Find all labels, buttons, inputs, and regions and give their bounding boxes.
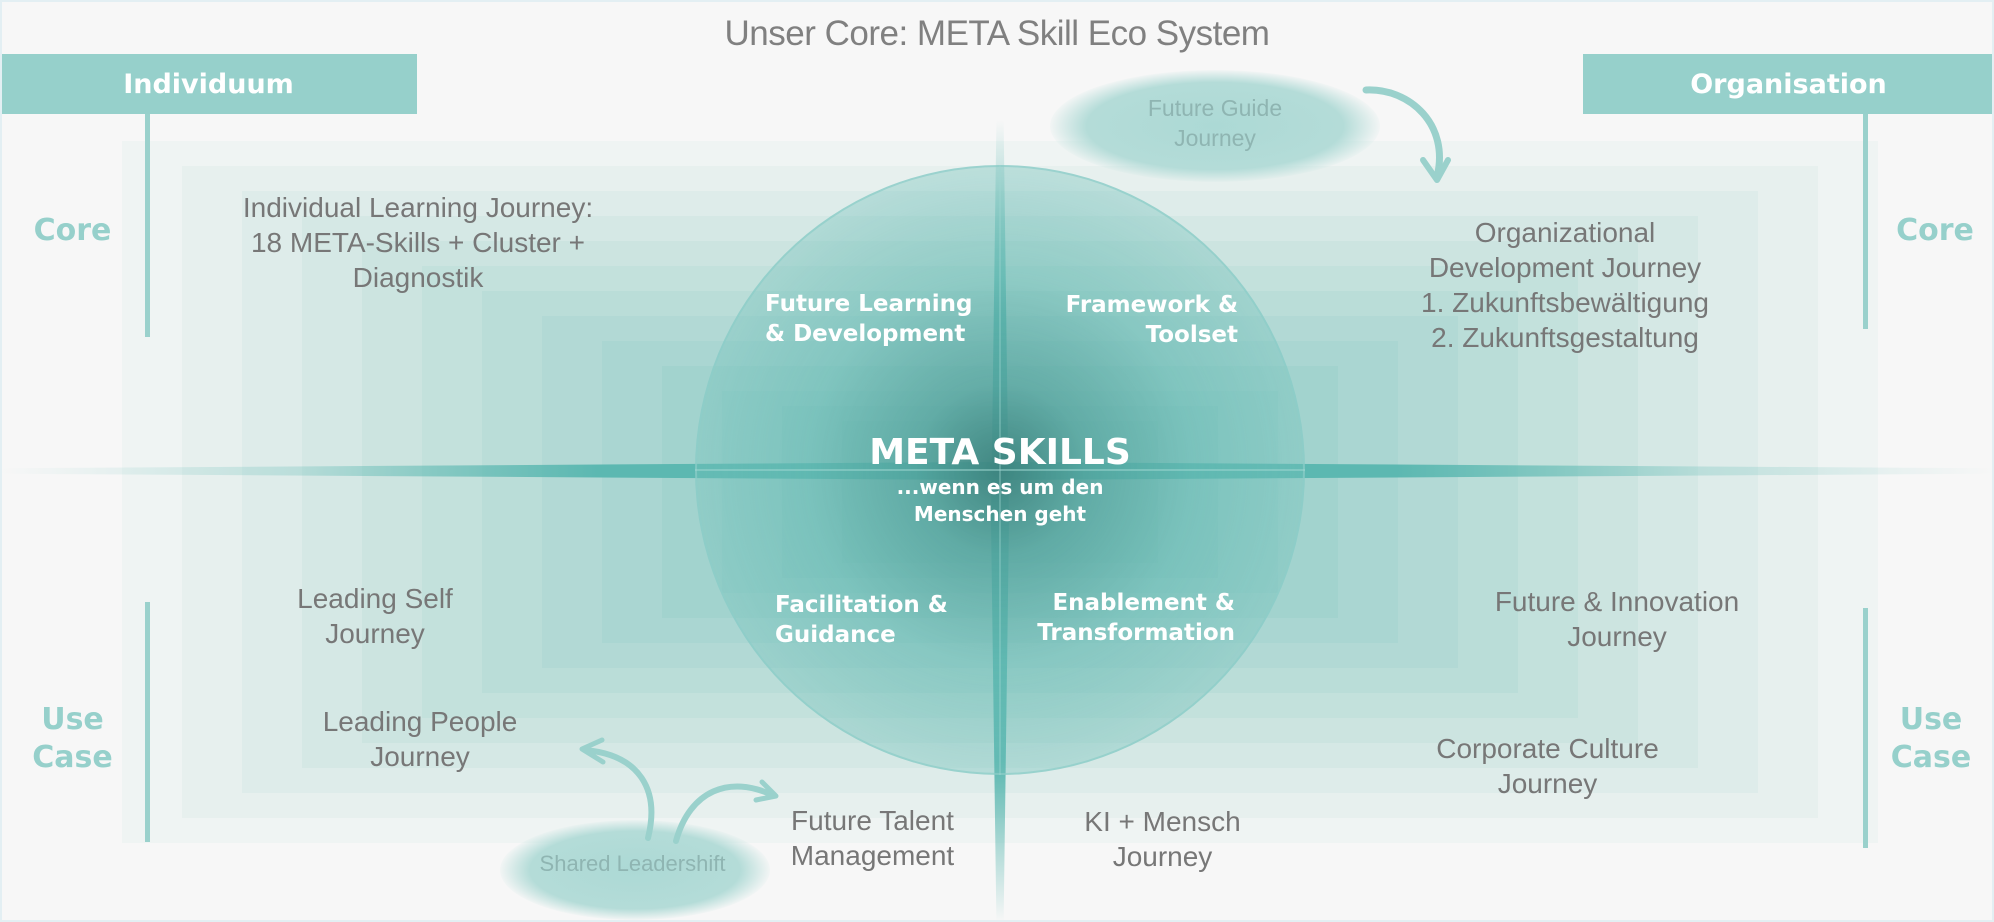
header-organisation: Organisation [1583,54,1994,114]
journey-organizational-development: Organizational Development Journey 1. Zu… [1421,217,1709,353]
shared-leadershift-label: Shared Leadershift [539,851,726,876]
journey-future-innovation: Future & Innovation Journey [1494,586,1740,652]
center-subtitle-line1: ...wenn es um den [896,475,1104,499]
shared-leadershift-arrow-left-icon [579,737,655,841]
shared-leadershift-bubble [500,820,770,920]
page-title: Unser Core: META Skill Eco System [724,14,1270,53]
journey-corporate-culture: Corporate Culture Journey [1436,733,1659,799]
journey-ki-mensch: KI + Mensch Journey [1084,806,1241,872]
header-organisation-label: Organisation [1690,68,1887,100]
future-guide-bubble [1050,70,1380,182]
right-use-case-line1: Use [1899,702,1963,737]
right-core-bar [1863,114,1868,329]
center-meta-skills: META SKILLS ...wenn es um den Menschen g… [800,432,1200,528]
journey-leading-people: Leading People Journey [322,706,518,772]
right-core-label: Core [1896,213,1974,248]
journey-individual-learning: Individual Learning Journey: 18 META-Ski… [242,192,594,293]
left-use-case-bar [145,602,150,842]
journey-leading-self: Leading Self Journey [297,583,453,649]
center-title: META SKILLS [869,432,1131,473]
header-individuum-label: Individuum [123,68,294,100]
future-guide-label: Future Guide Journey [1147,95,1283,151]
header-individuum: Individuum [0,54,417,114]
circle-divider-vertical [999,165,1001,775]
left-use-case-label: Use Case [20,701,125,777]
future-guide-arrow-icon [1362,86,1451,183]
left-core-label: Core [33,213,112,248]
center-subtitle-line2: Menschen geht [913,502,1087,526]
quadrant-facilitation-guidance: Facilitation & Guidance [775,592,948,648]
left-use-case-line2: Case [32,740,113,775]
quadrant-future-learning: Future Learning & Development [765,291,973,347]
circle-divider-horizontal [695,469,1305,471]
journey-future-talent: Future Talent Management [790,805,955,871]
right-use-case-label: Use Case [1876,701,1986,777]
left-core-bar [145,114,150,337]
quadrant-framework-toolset: Framework & Toolset [1065,292,1238,348]
quadrant-enablement-transformation: Enablement & Transformation [1037,590,1235,646]
left-use-case-line1: Use [41,702,104,737]
right-use-case-bar [1863,608,1868,848]
shared-leadershift-arrow-right-icon [673,779,779,844]
right-use-case-line2: Case [1890,740,1972,775]
